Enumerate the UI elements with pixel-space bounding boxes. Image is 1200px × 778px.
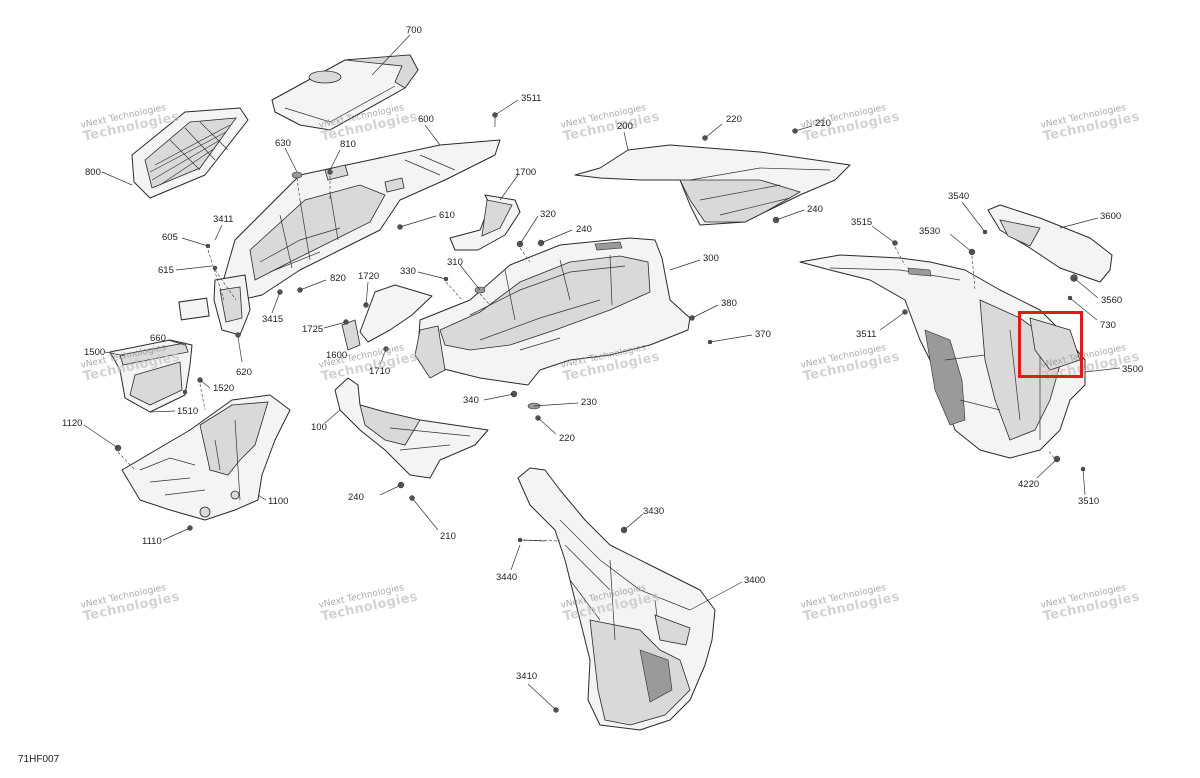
- callout-380[interactable]: 380: [721, 298, 737, 309]
- callout-4220[interactable]: 4220: [1018, 479, 1040, 490]
- part-3400-side-panel[interactable]: [517, 467, 716, 731]
- part-800-grille[interactable]: [131, 107, 249, 199]
- callout-1725[interactable]: 1725: [302, 324, 324, 335]
- callout-1510[interactable]: 1510: [177, 406, 199, 417]
- callout-660[interactable]: 660: [150, 333, 166, 344]
- callout-1520[interactable]: 1520: [213, 383, 235, 394]
- callout-220-lower[interactable]: 220: [559, 433, 575, 444]
- part-100-side-panel[interactable]: [334, 377, 489, 479]
- callout-1110[interactable]: 1110: [142, 536, 162, 547]
- callout-1720[interactable]: 1720: [358, 271, 380, 282]
- assembly-lines: [117, 176, 1058, 542]
- callout-1120[interactable]: 1120: [62, 418, 83, 429]
- callout-3500[interactable]: 3500: [1122, 364, 1144, 375]
- callout-810[interactable]: 810: [340, 139, 356, 150]
- callout-330[interactable]: 330: [400, 266, 416, 277]
- callout-3440[interactable]: 3440: [496, 572, 518, 583]
- part-660-label[interactable]: [178, 297, 210, 321]
- part-3500-rear-body[interactable]: [799, 254, 1086, 459]
- callout-3511-rear[interactable]: 3511: [856, 329, 877, 340]
- callout-240-mid[interactable]: 240: [348, 492, 364, 503]
- part-700-top-cover[interactable]: [271, 54, 419, 131]
- callout-700[interactable]: 700: [406, 25, 422, 36]
- part-620-bracket[interactable]: [213, 274, 251, 336]
- callout-1700[interactable]: 1700: [515, 167, 537, 178]
- part-200-fender[interactable]: [574, 144, 851, 226]
- part-300-body-tub[interactable]: [414, 237, 691, 386]
- callout-340[interactable]: 340: [463, 395, 479, 406]
- diagram-reference-id: 71HF007: [18, 754, 60, 765]
- callout-3411[interactable]: 3411: [213, 214, 234, 225]
- part-1100-skid-plate[interactable]: [121, 394, 291, 521]
- callout-605[interactable]: 605: [162, 232, 178, 243]
- callout-3400[interactable]: 3400: [744, 575, 766, 586]
- callout-730[interactable]: 730: [1100, 320, 1116, 331]
- part-600-front-fascia[interactable]: [221, 139, 501, 301]
- callout-240-top[interactable]: 240: [576, 224, 592, 235]
- callout-3540[interactable]: 3540: [948, 191, 970, 202]
- callout-300[interactable]: 300: [703, 253, 719, 264]
- part-1500-light-module[interactable]: [109, 339, 193, 413]
- highlight-box: [1018, 311, 1083, 378]
- callout-3530[interactable]: 3530: [919, 226, 941, 237]
- callout-230[interactable]: 230: [581, 397, 597, 408]
- callout-800[interactable]: 800: [85, 167, 101, 178]
- callout-3560[interactable]: 3560: [1101, 295, 1123, 306]
- callout-3430[interactable]: 3430: [643, 506, 665, 517]
- callout-630[interactable]: 630: [275, 138, 291, 149]
- callout-3510[interactable]: 3510: [1078, 496, 1100, 507]
- callout-210-lower[interactable]: 210: [440, 531, 456, 542]
- callout-1710[interactable]: 1710: [369, 366, 391, 377]
- callout-615[interactable]: 615: [158, 265, 174, 276]
- part-3600-panel[interactable]: [987, 204, 1113, 283]
- callout-210-upper[interactable]: 210: [815, 118, 831, 129]
- callout-3415[interactable]: 3415: [262, 314, 284, 325]
- callout-310[interactable]: 310: [447, 257, 463, 268]
- callout-820[interactable]: 820: [330, 273, 346, 284]
- part-630-grommet[interactable]: [291, 171, 303, 179]
- callout-1100[interactable]: 1100: [268, 496, 289, 507]
- callout-1600[interactable]: 1600: [326, 350, 348, 361]
- callout-610[interactable]: 610: [439, 210, 455, 221]
- leader-lines: [83, 34, 1121, 711]
- callout-100[interactable]: 100: [311, 422, 327, 433]
- callout-240-right[interactable]: 240: [807, 204, 823, 215]
- part-1700-bracket[interactable]: [449, 194, 521, 251]
- callout-1500[interactable]: 1500: [84, 347, 106, 358]
- callout-320[interactable]: 320: [540, 209, 556, 220]
- part-1720-trim[interactable]: [359, 284, 433, 343]
- callout-3600[interactable]: 3600: [1100, 211, 1122, 222]
- callout-600[interactable]: 600: [418, 114, 434, 125]
- callout-3511-front[interactable]: 3511: [521, 93, 542, 104]
- callout-370[interactable]: 370: [755, 329, 771, 340]
- callout-200[interactable]: 200: [617, 121, 633, 132]
- callout-3515[interactable]: 3515: [851, 217, 873, 228]
- callout-3410[interactable]: 3410: [516, 671, 538, 682]
- callout-220-upper[interactable]: 220: [726, 114, 742, 125]
- callout-620[interactable]: 620: [236, 367, 252, 378]
- part-1600-bracket[interactable]: [341, 319, 361, 351]
